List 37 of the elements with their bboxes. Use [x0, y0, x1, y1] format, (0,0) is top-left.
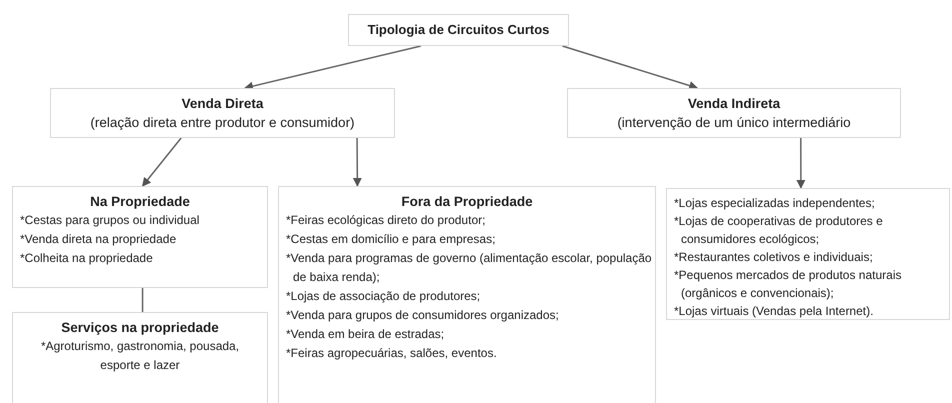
list-item: *Venda direta na propriedade [19, 231, 178, 248]
arrow [142, 138, 182, 187]
text-box [278, 186, 656, 403]
node-title: Serviços na propriedade [60, 319, 220, 337]
list-item: *Lojas de associação de produtores; [285, 288, 482, 305]
arrow [244, 45, 422, 90]
node-subtitle: (intervenção de um único intermediário [616, 114, 852, 132]
list-item: *Venda para grupos de consumidores organizados; [285, 307, 560, 324]
list-item: *Venda para programas de governo (alimentação escolar, população de baixa renda); [285, 250, 653, 286]
arrow [796, 138, 806, 189]
list-item: *Feiras agropecuárias, salões, eventos. [285, 345, 498, 362]
list-item: *Lojas especializadas independentes; [673, 195, 876, 212]
node-subtitle: (relação direta entre produtor e consumidor) [89, 114, 356, 132]
list-item: *Venda em beira de estradas; [285, 326, 446, 343]
text-box [50, 88, 395, 138]
text-box [12, 312, 268, 403]
node-title: Venda Direta [180, 95, 264, 113]
list-item: *Colheita na propriedade [19, 250, 154, 267]
list-item: *Lojas virtuais (Vendas pela Internet). [673, 303, 874, 320]
list-item: *Cestas em domicílio e para empresas; [285, 231, 496, 248]
list-item: *Lojas de cooperativas de produtores e consumidores ecológicos; [673, 213, 884, 248]
list-item: *Pequenos mercados de produtos naturais (orgânicos e convencionais); [673, 267, 902, 302]
connector-line [142, 288, 144, 312]
list-item: *Feiras ecológicas direto do produtor; [285, 212, 486, 229]
node-title: Na Propriedade [89, 193, 191, 211]
node-title: Tipologia de Circuitos Curtos [366, 21, 550, 40]
list-item: *Restaurantes coletivos e individuais; [673, 249, 874, 266]
arrow [562, 45, 698, 90]
list-item: *Cestas para grupos ou individual [19, 212, 200, 229]
text-box [666, 188, 950, 320]
text-box [567, 88, 901, 138]
list-item: *Agroturismo, gastronomia, pousada, esporte e lazer [40, 338, 240, 374]
node-title: Venda Indireta [686, 95, 782, 113]
text-box [12, 186, 268, 288]
arrow [352, 138, 362, 187]
node-title: Fora da Propriedade [400, 193, 534, 211]
text-box [348, 14, 569, 46]
